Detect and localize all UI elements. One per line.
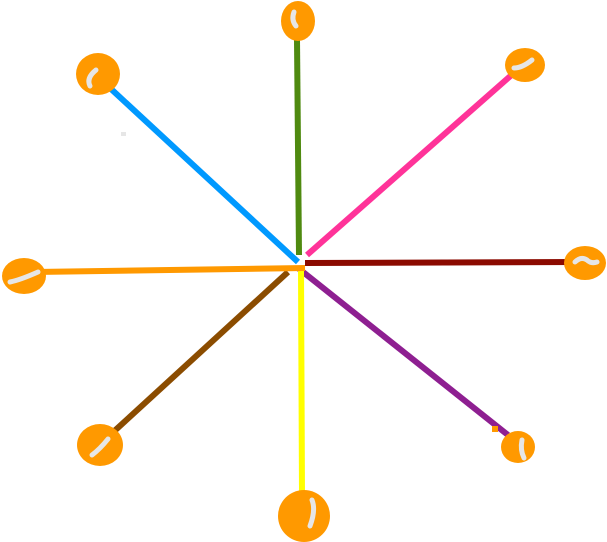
spoke-down-highlight <box>307 497 317 529</box>
spoke-up-highlight <box>290 9 299 29</box>
spoke-up-right-line <box>305 69 517 258</box>
spoke-down-right-line <box>296 265 510 438</box>
spoke-up-left-node <box>76 53 120 95</box>
spoke-right-line <box>304 259 581 266</box>
stray-dot <box>121 132 126 136</box>
spoke-down-left-highlight <box>89 436 111 458</box>
spoke-up-left-line <box>107 85 301 265</box>
spoke-up-left-highlight <box>86 67 99 89</box>
stray-mark <box>492 426 498 432</box>
spoke-down-line <box>298 269 305 496</box>
spoke-up-line <box>294 39 302 256</box>
spoke-right-node <box>564 246 606 280</box>
spoke-down-right-node <box>501 431 535 463</box>
spoke-left-highlight <box>7 269 41 285</box>
spoke-down-node <box>278 490 330 542</box>
spoke-up-right-highlight <box>511 57 535 71</box>
spoke-down-right-highlight <box>518 437 527 461</box>
spoke-down-left-line <box>107 269 291 438</box>
spoke-up-node <box>281 1 315 41</box>
spoke-right-highlight <box>572 255 600 266</box>
spoke-left-line <box>34 265 306 275</box>
